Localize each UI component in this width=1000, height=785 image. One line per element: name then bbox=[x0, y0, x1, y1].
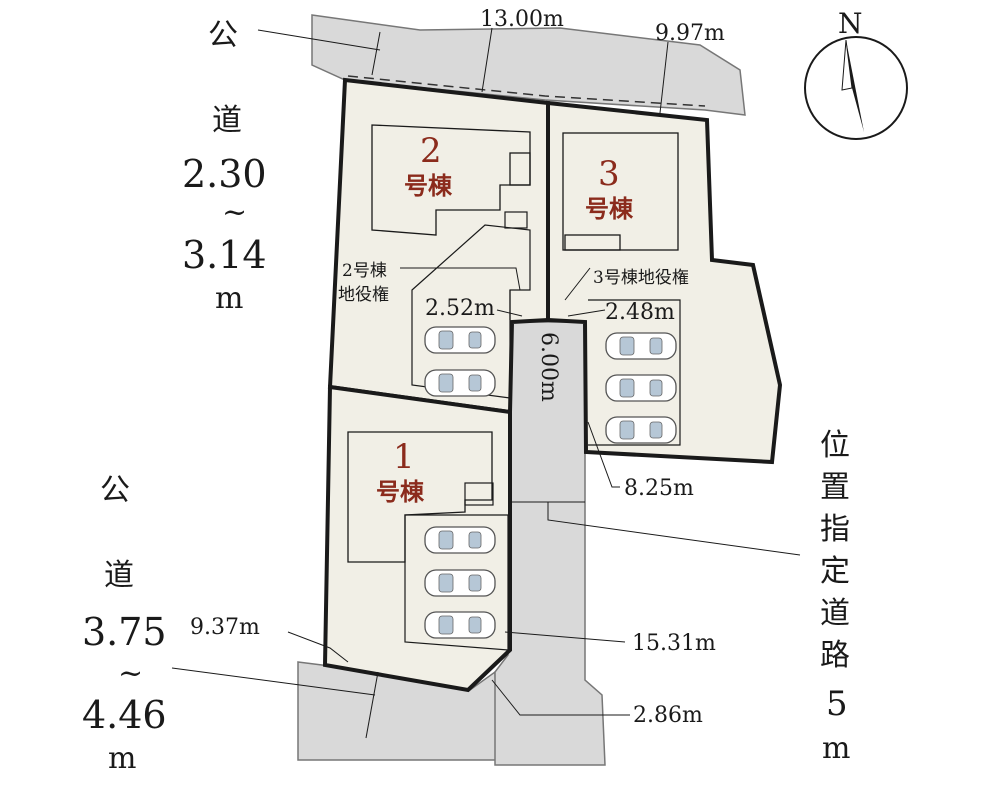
private-road-char-2: 置 bbox=[820, 470, 850, 505]
road-boundary-line bbox=[347, 75, 706, 107]
dim-825m: 8.25m bbox=[624, 476, 694, 501]
car-icon bbox=[605, 374, 677, 402]
private-road-unit: m bbox=[822, 731, 850, 766]
top-road-width-max: 3.14 bbox=[182, 233, 267, 277]
building-2-number: 2 bbox=[420, 131, 442, 171]
dim-600m: 6.00m bbox=[536, 332, 561, 402]
bottom-road-tilde: ~ bbox=[118, 656, 143, 691]
leader-825m bbox=[587, 421, 620, 488]
car-icon bbox=[605, 416, 677, 444]
easement-2-line-1: 2号棟 bbox=[342, 261, 387, 281]
car-icon bbox=[424, 569, 496, 597]
private-road-char-3: 指 bbox=[820, 512, 850, 547]
leader-easement-2 bbox=[400, 267, 521, 291]
top-public-road bbox=[311, 14, 746, 116]
leader-937m bbox=[287, 631, 349, 663]
bottom-road-unit: m bbox=[108, 741, 136, 776]
leader-997m bbox=[659, 41, 669, 114]
dim-248m: 2.48m bbox=[605, 300, 675, 325]
top-road-tilde: ~ bbox=[222, 195, 247, 230]
car-icon bbox=[424, 526, 496, 554]
leader-286m bbox=[491, 679, 630, 716]
bottom-road-width-max: 4.46 bbox=[82, 693, 167, 737]
leader-bottom-road bbox=[171, 667, 376, 696]
dim-286m: 2.86m bbox=[633, 703, 703, 728]
car-icon bbox=[424, 369, 496, 397]
leader-1531m bbox=[504, 631, 626, 643]
building-1-steps bbox=[464, 482, 494, 506]
top-road-char-2: 道 bbox=[212, 103, 242, 138]
dim-997m: 9.97m bbox=[655, 21, 725, 46]
leader-248m bbox=[567, 309, 606, 317]
lot-3 bbox=[546, 100, 783, 465]
private-road-char-4: 定 bbox=[820, 554, 850, 589]
building-2-footprint bbox=[371, 124, 531, 236]
building-2-name: 号棟 bbox=[404, 171, 453, 200]
private-road-char-1: 位 bbox=[820, 428, 850, 463]
north-label: N bbox=[838, 7, 863, 40]
dim-bottom-road-width bbox=[365, 671, 379, 739]
north-arrow-icon bbox=[804, 36, 908, 140]
bottom-road-char-2: 道 bbox=[104, 558, 134, 593]
building-2-unit bbox=[509, 152, 531, 186]
building-3-unit bbox=[564, 234, 621, 251]
leader-13m bbox=[481, 27, 493, 93]
lot-1-parking-area bbox=[404, 514, 509, 651]
building-1-name: 号棟 bbox=[376, 477, 425, 506]
car-icon bbox=[424, 326, 496, 354]
building-1-number: 1 bbox=[393, 437, 415, 477]
private-road-char-5: 道 bbox=[820, 596, 850, 631]
dim-1531m: 15.31m bbox=[632, 631, 716, 656]
easement-marks bbox=[509, 290, 549, 320]
building-3-name: 号棟 bbox=[585, 194, 634, 223]
private-road-char-6: 路 bbox=[820, 638, 850, 673]
bottom-road-char-1: 公 bbox=[100, 473, 130, 508]
building-3-number: 3 bbox=[598, 154, 620, 194]
lot-3-parking-area bbox=[588, 299, 681, 446]
top-road-char-1: 公 bbox=[208, 18, 238, 53]
car-icon bbox=[605, 332, 677, 360]
private-road-width: 5 bbox=[826, 684, 848, 724]
bottom-road-width-min: 3.75 bbox=[82, 610, 167, 654]
leader-252m bbox=[496, 309, 523, 317]
dim-13m: 13.00m bbox=[480, 7, 564, 32]
leader-easement-3 bbox=[564, 267, 591, 301]
leader-top-road bbox=[257, 29, 381, 51]
dim-937m: 9.37m bbox=[190, 615, 260, 640]
dim-top-road-width bbox=[371, 31, 381, 76]
easement-3-label: 3号棟地役権 bbox=[593, 268, 689, 288]
top-road-unit: m bbox=[215, 281, 243, 316]
easement-2-line-2: 地役権 bbox=[338, 285, 389, 305]
building-1-footprint bbox=[347, 431, 493, 563]
top-road-width-min: 2.30 bbox=[182, 152, 267, 196]
dim-252m: 2.52m bbox=[425, 296, 495, 321]
car-icon bbox=[424, 611, 496, 639]
leader-private-road bbox=[547, 502, 801, 556]
